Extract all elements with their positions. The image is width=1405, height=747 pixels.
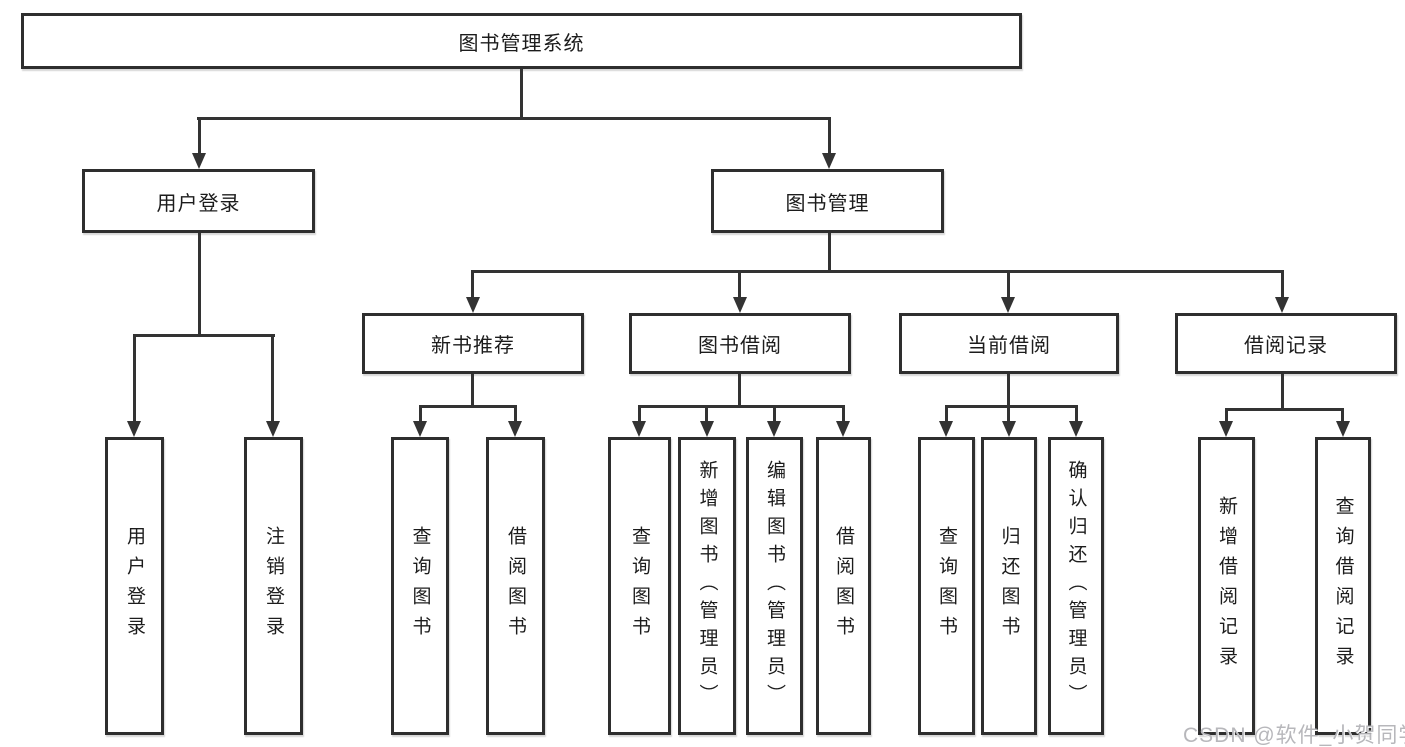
- arrowhead-leaf-borrow-books-2: [836, 421, 850, 437]
- leaf-query-books-1: 查询图书: [391, 437, 449, 735]
- arrowhead-leaf-user-login: [127, 421, 141, 437]
- leaf-query-borrow-record: 查询借阅记录: [1315, 437, 1371, 735]
- edge-level2-rail: [197, 117, 831, 120]
- arrowhead-leaf-add-record: [1219, 421, 1233, 437]
- arrowhead-new-book-rec: [466, 297, 480, 313]
- arrowhead-current-borrow: [1001, 297, 1015, 313]
- edge-to-leaf-edit-book: [773, 405, 776, 423]
- edge-root-stem: [520, 69, 523, 118]
- leaf-confirm-return-admin: 确认归还（管理员）: [1048, 437, 1104, 735]
- edge-to-leaf-query-books-2: [638, 405, 641, 423]
- arrowhead-leaf-return-book: [1002, 421, 1016, 437]
- edge-to-leaf-add-record: [1225, 408, 1228, 423]
- leaf-borrow-books-1: 借阅图书: [486, 437, 545, 735]
- arrowhead-leaf-add-book: [700, 421, 714, 437]
- node-book-borrow: 图书借阅: [629, 313, 851, 374]
- edge-new-book-rec-stem: [471, 374, 474, 408]
- edge-current-borrow-rail: [945, 405, 1078, 408]
- edge-to-book-mgmt: [828, 117, 831, 155]
- leaf-add-borrow-record: 新增借阅记录: [1198, 437, 1255, 735]
- edge-to-leaf-logout: [271, 334, 274, 422]
- watermark: CSDN @软件_小贺同学: [1183, 724, 1405, 747]
- leaf-return-book: 归还图书: [981, 437, 1037, 735]
- edge-to-leaf-query-record: [1341, 408, 1344, 423]
- arrowhead-leaf-confirm-return: [1069, 421, 1083, 437]
- leaf-logout: 注销登录: [244, 437, 303, 735]
- edge-to-leaf-return-book: [1007, 405, 1010, 423]
- edge-borrow-records-stem: [1281, 374, 1284, 411]
- arrowhead-leaf-edit-book: [767, 421, 781, 437]
- node-root: 图书管理系统: [21, 13, 1022, 69]
- node-borrow-records: 借阅记录: [1175, 313, 1397, 374]
- node-book-mgmt: 图书管理: [711, 169, 944, 233]
- arrowhead-book-mgmt: [822, 153, 836, 169]
- edge-current-borrow-stem: [1007, 374, 1010, 408]
- edge-borrow-records-rail: [1225, 408, 1344, 411]
- edge-to-new-book-rec: [471, 270, 474, 299]
- edge-level3-rail: [471, 270, 1284, 273]
- node-current-borrow: 当前借阅: [899, 313, 1119, 374]
- arrowhead-leaf-borrow-books-1: [508, 421, 522, 437]
- edge-to-leaf-query-books-3: [945, 405, 948, 423]
- edge-to-leaf-add-book: [705, 405, 708, 423]
- leaf-edit-book-admin: 编辑图书（管理员）: [746, 437, 803, 735]
- arrowhead-user-login: [192, 153, 206, 169]
- edge-user-login-rail: [133, 334, 275, 337]
- arrowhead-leaf-query-books-1: [413, 421, 427, 437]
- arrowhead-borrow-records: [1275, 297, 1289, 313]
- edge-book-borrow-stem: [738, 374, 741, 408]
- edge-book-mgmt-stem: [828, 233, 831, 272]
- edge-to-user-login: [198, 117, 201, 155]
- arrowhead-leaf-query-books-2: [632, 421, 646, 437]
- leaf-borrow-books-2: 借阅图书: [816, 437, 871, 735]
- leaf-query-books-3: 查询图书: [918, 437, 975, 735]
- edge-to-leaf-borrow-books-1: [514, 405, 517, 423]
- edge-to-leaf-query-books-1: [419, 405, 422, 423]
- edge-to-borrow-records: [1281, 270, 1284, 299]
- arrowhead-leaf-query-record: [1336, 421, 1350, 437]
- node-user-login: 用户登录: [82, 169, 315, 233]
- edge-to-book-borrow: [738, 270, 741, 299]
- edge-user-login-stem: [198, 233, 201, 336]
- leaf-add-book-admin: 新增图书（管理员）: [678, 437, 736, 735]
- edge-to-leaf-user-login: [133, 334, 136, 422]
- edge-book-borrow-rail: [638, 405, 845, 408]
- node-new-book-rec: 新书推荐: [362, 313, 584, 374]
- edge-new-book-rec-rail: [419, 405, 517, 408]
- edge-to-leaf-borrow-books-2: [842, 405, 845, 423]
- leaf-user-login: 用户登录: [105, 437, 164, 735]
- edge-to-leaf-confirm-return: [1075, 405, 1078, 423]
- arrowhead-leaf-query-books-3: [939, 421, 953, 437]
- arrowhead-leaf-logout: [266, 421, 280, 437]
- edge-to-current-borrow: [1007, 270, 1010, 299]
- leaf-query-books-2: 查询图书: [608, 437, 671, 735]
- arrowhead-book-borrow: [733, 297, 747, 313]
